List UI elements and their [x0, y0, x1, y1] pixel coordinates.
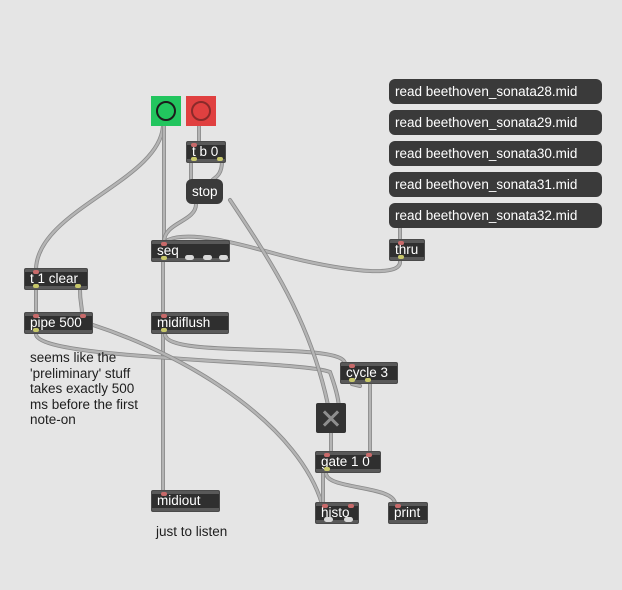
patch-cord[interactable] [324, 471, 397, 506]
patch-cord-outline [163, 332, 347, 366]
read-sonata28-message[interactable]: read beethoven_sonata28.mid [389, 79, 602, 104]
midiflush-object[interactable]: midiflush [151, 312, 229, 334]
circle-icon [156, 101, 176, 121]
circle-icon [191, 101, 211, 121]
object-label: gate 1 0 [321, 454, 370, 469]
patch-cord[interactable] [210, 159, 224, 183]
object-label: t 1 clear [30, 271, 79, 286]
read-sonata32-message[interactable]: read beethoven_sonata32.mid [389, 203, 602, 228]
patch-cord[interactable] [228, 198, 330, 407]
cycle-3-object[interactable]: cycle 3 [340, 362, 398, 384]
patch-cord[interactable] [78, 288, 84, 316]
patch-cord-outline [350, 382, 362, 388]
seq-object[interactable]: seq [151, 240, 230, 262]
patch-cord[interactable] [350, 382, 362, 388]
message-label: read beethoven_sonata32.mid [395, 208, 578, 223]
midiout-object[interactable]: midiout [151, 490, 220, 512]
object-label: cycle 3 [346, 365, 389, 380]
patch-cord-outline [34, 122, 165, 272]
timing-comment: seems like the 'preliminary' stuff takes… [30, 350, 139, 427]
patch-cord-outline [324, 471, 397, 506]
listen-comment: just to listen [156, 524, 228, 539]
patch-cord[interactable] [34, 122, 165, 272]
histo-object[interactable]: histo [315, 502, 359, 524]
patch-cord[interactable] [163, 332, 347, 366]
object-label: t b 0 [192, 144, 219, 159]
patch-cord-outline [228, 198, 330, 407]
patch-cord-outline [162, 202, 198, 244]
read-sonata29-message[interactable]: read beethoven_sonata29.mid [389, 110, 602, 135]
stop-bang-button[interactable] [186, 96, 216, 126]
message-label: read beethoven_sonata29.mid [395, 115, 578, 130]
trigger-b-0-object[interactable]: t b 0 [186, 141, 226, 163]
patch-cord[interactable] [162, 202, 198, 244]
message-label: read beethoven_sonata30.mid [395, 146, 578, 161]
read-sonata31-message[interactable]: read beethoven_sonata31.mid [389, 172, 602, 197]
message-label: read beethoven_sonata31.mid [395, 177, 578, 192]
stop-message[interactable]: stop [186, 179, 223, 204]
patch-cord-outline [78, 288, 84, 316]
patch-cord-outline [210, 159, 224, 183]
print-object[interactable]: print [388, 502, 428, 524]
message-label: stop [192, 184, 218, 199]
message-label: read beethoven_sonata28.mid [395, 84, 578, 99]
start-bang-button[interactable] [151, 96, 181, 126]
object-label: print [394, 505, 421, 520]
gate-1-0-object[interactable]: gate 1 0 [315, 451, 381, 473]
pipe-500-object[interactable]: pipe 500 [24, 312, 93, 334]
object-label: seq [157, 243, 179, 258]
thru-object[interactable]: thru [389, 239, 425, 261]
object-label: pipe 500 [30, 315, 82, 330]
gate-toggle[interactable] [316, 403, 346, 433]
trigger-1-clear-object[interactable]: t 1 clear [24, 268, 88, 290]
object-label: histo [321, 505, 350, 520]
read-sonata30-message[interactable]: read beethoven_sonata30.mid [389, 141, 602, 166]
